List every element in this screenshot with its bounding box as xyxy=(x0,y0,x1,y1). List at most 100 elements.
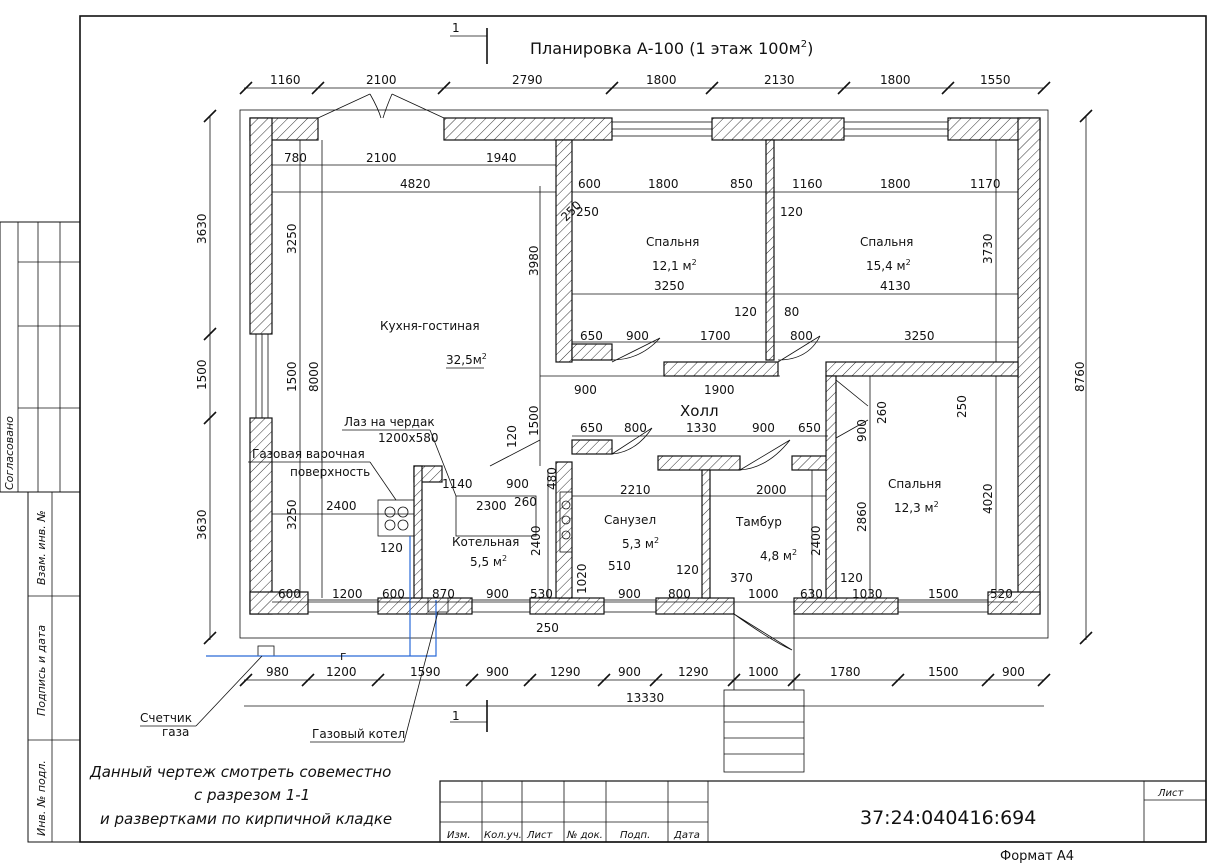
svg-text:900: 900 xyxy=(486,665,509,679)
callout-hatch-size: 1200х580 xyxy=(378,431,439,445)
bottom-outer-dimensions: 980 1200 1590 900 1290 900 1290 1000 178… xyxy=(266,665,1025,705)
svg-text:120: 120 xyxy=(380,541,403,555)
svg-text:Кол.уч.: Кол.уч. xyxy=(484,830,522,841)
svg-text:1000: 1000 xyxy=(748,665,779,679)
svg-text:2860: 2860 xyxy=(855,501,869,532)
svg-text:1500: 1500 xyxy=(928,587,959,601)
side-label-agreed: Согласовано xyxy=(3,416,16,490)
format-label: Формат А4 xyxy=(1000,849,1074,864)
doors xyxy=(317,93,869,651)
svg-text:2400: 2400 xyxy=(529,525,543,556)
svg-text:1550: 1550 xyxy=(980,73,1011,87)
svg-text:120: 120 xyxy=(780,205,803,219)
room-bedroom-2-name: Спальня xyxy=(860,235,913,249)
svg-text:1140: 1140 xyxy=(442,477,473,491)
bottom-inner-dimensions: 600 1200 600 870 900 530 900 800 1000 63… xyxy=(278,587,1013,635)
room-bedroom-2-dim: 4130 xyxy=(880,279,911,293)
svg-text:1200: 1200 xyxy=(326,665,357,679)
svg-text:Данный чертеж смотреть совемес: Данный чертеж смотреть совеместно xyxy=(89,763,391,781)
callout-stove-line1: Газовая варочная xyxy=(252,447,365,461)
room-bedroom-1-area: 12,1 м2 xyxy=(652,258,697,273)
svg-text:480: 480 xyxy=(545,467,559,490)
svg-text:1780: 1780 xyxy=(830,665,861,679)
svg-text:1500: 1500 xyxy=(928,665,959,679)
svg-text:1330: 1330 xyxy=(686,421,717,435)
svg-text:80: 80 xyxy=(784,305,799,319)
room-vestibule-area: 4,8 м2 xyxy=(760,548,797,563)
svg-text:600: 600 xyxy=(278,587,301,601)
svg-text:с разрезом 1-1: с разрезом 1-1 xyxy=(194,786,310,804)
svg-text:3980: 3980 xyxy=(527,245,541,276)
side-label-sign-date: Подпись и дата xyxy=(35,625,48,716)
svg-text:1900: 1900 xyxy=(704,383,735,397)
svg-text:530: 530 xyxy=(530,587,553,601)
svg-text:900: 900 xyxy=(574,383,597,397)
svg-text:900: 900 xyxy=(618,587,641,601)
svg-text:3730: 3730 xyxy=(981,233,995,264)
svg-text:13330: 13330 xyxy=(626,691,664,705)
svg-text:2000: 2000 xyxy=(756,483,787,497)
svg-text:8760: 8760 xyxy=(1073,361,1087,392)
svg-text:800: 800 xyxy=(668,587,691,601)
svg-text:2100: 2100 xyxy=(366,73,397,87)
svg-text:650: 650 xyxy=(580,421,603,435)
section-marker-bottom: 1 xyxy=(450,700,488,732)
svg-text:800: 800 xyxy=(790,329,813,343)
drawing-note: Данный чертеж смотреть совеместно с разр… xyxy=(89,763,392,828)
gas-mark: г xyxy=(340,649,346,663)
room-kitchen-living-area: 32,5м2 xyxy=(446,352,487,367)
walls xyxy=(249,117,1041,615)
svg-text:Лист: Лист xyxy=(526,830,554,841)
svg-text:Изм.: Изм. xyxy=(447,830,471,841)
room-bedroom-1-dim: 3250 xyxy=(654,279,685,293)
svg-text:3630: 3630 xyxy=(195,509,209,540)
sheet-label: Лист xyxy=(1157,788,1185,799)
svg-text:1500: 1500 xyxy=(527,405,541,436)
svg-text:510: 510 xyxy=(608,559,631,573)
svg-text:1800: 1800 xyxy=(648,177,679,191)
svg-text:1200: 1200 xyxy=(332,587,363,601)
svg-text:650: 650 xyxy=(580,329,603,343)
svg-text:1800: 1800 xyxy=(880,73,911,87)
svg-text:980: 980 xyxy=(266,665,289,679)
svg-text:900: 900 xyxy=(618,665,641,679)
svg-text:250: 250 xyxy=(576,205,599,219)
middle-dimensions: 650 900 1700 800 3250 900 1900 650 800 1… xyxy=(574,329,935,435)
svg-text:1020: 1020 xyxy=(575,563,589,594)
svg-text:260: 260 xyxy=(514,495,537,509)
svg-text:260: 260 xyxy=(875,401,889,424)
dimension-lines xyxy=(203,81,1093,707)
svg-text:800: 800 xyxy=(624,421,647,435)
svg-text:4820: 4820 xyxy=(400,177,431,191)
room-bedroom-1-name: Спальня xyxy=(646,235,699,249)
plan-title: Планировка А-100 (1 этаж 100м2) xyxy=(530,39,813,58)
svg-text:3630: 3630 xyxy=(195,213,209,244)
callout-stove-line2: поверхность xyxy=(290,465,370,479)
svg-text:850: 850 xyxy=(730,177,753,191)
room-boiler-name: Котельная xyxy=(452,535,519,549)
room-kitchen-living-name: Кухня-гостиная xyxy=(380,319,480,333)
room-bedroom-2-area: 15,4 м2 xyxy=(866,258,911,273)
svg-text:1700: 1700 xyxy=(700,329,731,343)
svg-text:900: 900 xyxy=(506,477,529,491)
callout-boiler: Газовый котел xyxy=(312,727,405,741)
room-bathroom-name: Санузел xyxy=(604,513,656,527)
svg-text:900: 900 xyxy=(626,329,649,343)
svg-text:3250: 3250 xyxy=(285,223,299,254)
side-label-inv-orig: Инв. № подл. xyxy=(35,760,48,836)
svg-text:1160: 1160 xyxy=(792,177,823,191)
svg-text:3250: 3250 xyxy=(285,499,299,530)
svg-text:2400: 2400 xyxy=(326,499,357,513)
side-dimensions: 3630 1500 3630 3250 1500 3250 8000 2400 … xyxy=(195,198,1087,555)
svg-text:630: 630 xyxy=(800,587,823,601)
side-stamp: Согласовано Взам. инв. № Подпись и дата … xyxy=(0,221,81,843)
title-block: Изм. Кол.уч. Лист № док. Подп. Дата 37:2… xyxy=(439,780,1207,864)
svg-text:1940: 1940 xyxy=(486,151,517,165)
svg-text:3250: 3250 xyxy=(904,329,935,343)
svg-text:2790: 2790 xyxy=(512,73,543,87)
svg-text:1290: 1290 xyxy=(550,665,581,679)
svg-text:Подп.: Подп. xyxy=(620,830,650,841)
callout-hatch-title: Лаз на чердак xyxy=(344,415,435,429)
svg-text:№ док.: № док. xyxy=(566,830,603,841)
svg-text:870: 870 xyxy=(432,587,455,601)
